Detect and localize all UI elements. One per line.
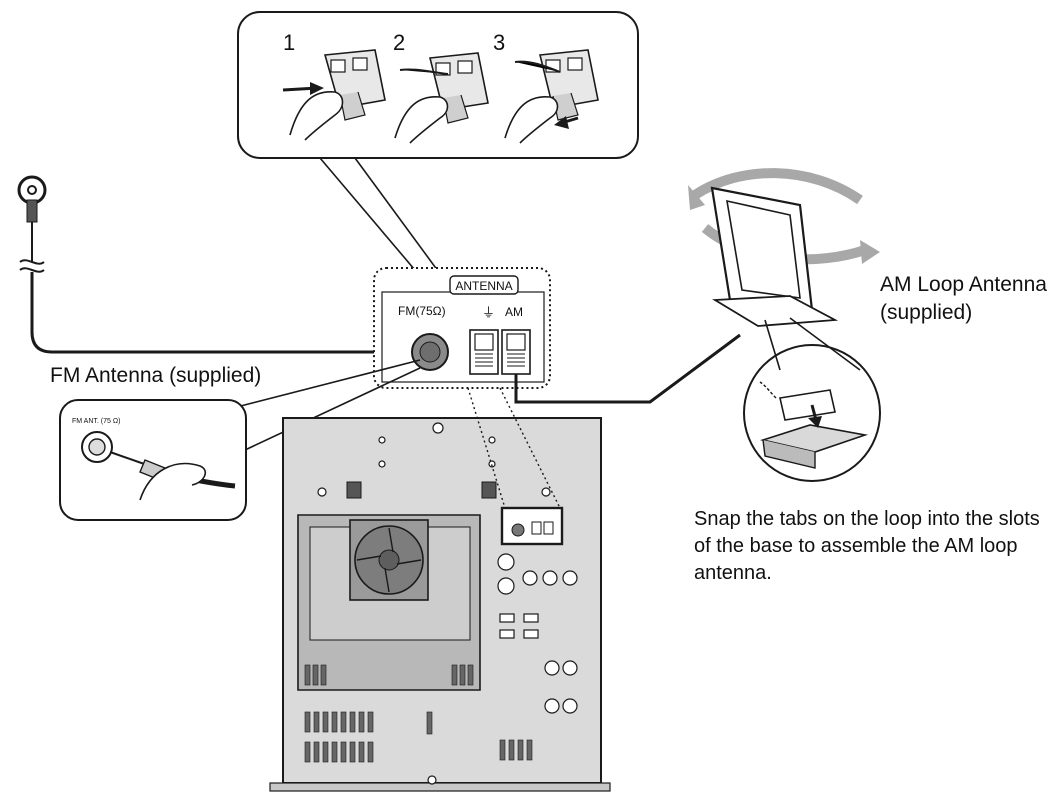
am-loop-antenna-label-line2: (supplied) xyxy=(880,301,973,324)
ground-symbol: ⏚ xyxy=(482,305,495,320)
fm-jack-closeup: FM ANT. (75 Ω) xyxy=(59,359,421,521)
step-3-illustration xyxy=(504,49,599,144)
assembly-note: Snap the tabs on the loop into the slots… xyxy=(694,508,1040,584)
fm-wire-antenna xyxy=(17,175,420,354)
step-number-1: 1 xyxy=(283,30,295,55)
step-1-illustration xyxy=(282,49,386,141)
am-terminal-label: AM xyxy=(505,305,523,319)
am-loop-antenna-label: AM Loop Antenna (supplied) xyxy=(880,271,1050,327)
steps-callout: 1 2 3 xyxy=(237,11,639,336)
am-loop-antenna xyxy=(688,168,881,482)
am-loop-antenna-label-line1: AM Loop Antenna xyxy=(880,273,1047,296)
main-unit-rear xyxy=(269,387,611,792)
panel-title: ANTENNA xyxy=(455,279,512,293)
step-number-2: 2 xyxy=(393,30,405,55)
fm-terminal-label: FM(75Ω) xyxy=(398,304,446,318)
antenna-terminal-panel: ANTENNA FM(75Ω) ⏚ AM xyxy=(373,267,551,389)
fm-jack-small-label: FM ANT. (75 Ω) xyxy=(72,418,120,425)
step-number-3: 3 xyxy=(493,30,505,55)
fm-antenna-label: FM Antenna (supplied) xyxy=(50,364,262,387)
step-2-illustration xyxy=(394,52,489,144)
am-antenna-wire xyxy=(514,333,741,404)
